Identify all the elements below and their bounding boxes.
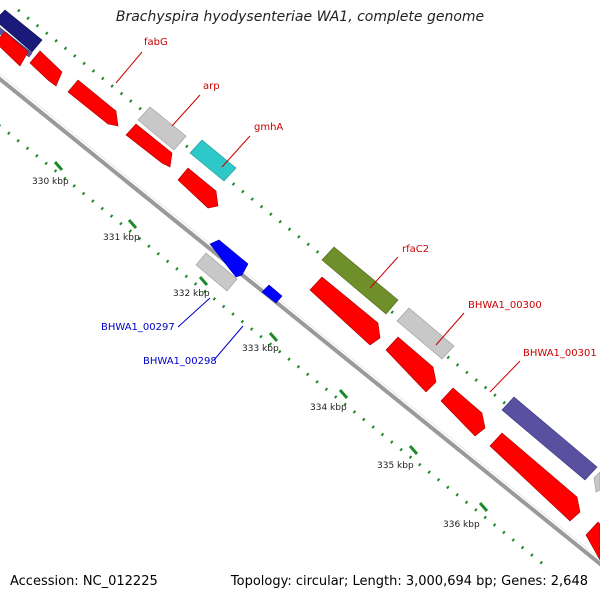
reverse-strand-genes (195, 239, 283, 304)
gene-label: BHWA1_00301 (523, 348, 597, 359)
gene-label: arp (203, 81, 220, 92)
gene-label: rfaC2 (402, 244, 429, 255)
tick-mark (127, 219, 138, 229)
gene-feature (177, 167, 219, 209)
gene-feature (195, 252, 238, 292)
gene-feature (396, 307, 455, 360)
tick-label: 336 kbp (443, 520, 480, 530)
tick-mark (338, 389, 349, 399)
gene-label: BHWA1_00298 (143, 356, 217, 367)
gene-feature (593, 471, 600, 493)
gene-feature (137, 106, 187, 151)
gene-feature (440, 387, 486, 437)
gene-feature (67, 79, 119, 127)
gene-feature (0, 31, 29, 67)
tick-marks (53, 161, 489, 512)
tick-mark (408, 445, 419, 455)
tick-label: 335 kbp (377, 461, 414, 471)
forward-strand-genes (0, 9, 600, 493)
gene-feature (385, 336, 437, 393)
gc-skew-track-inner (0, 124, 551, 568)
gene-feature (189, 139, 237, 182)
tick-labels: 330 kbp 331 kbp 332 kbp 333 kbp 334 kbp … (32, 177, 480, 530)
tick-label: 331 kbp (103, 233, 140, 243)
gene-feature (321, 246, 399, 315)
tick-label: 330 kbp (32, 177, 69, 187)
gene-feature (585, 521, 600, 561)
topology-text: Topology: circular; Length: 3,000,694 bp… (230, 574, 588, 589)
gene-feature (489, 432, 581, 522)
tick-mark (268, 332, 279, 342)
label-callouts (115, 51, 521, 393)
gene-label: gmhA (254, 122, 283, 133)
gene-feature (309, 276, 381, 346)
red-gene-band (0, 31, 600, 561)
gene-feature (261, 284, 283, 304)
tick-label: 332 kbp (173, 289, 210, 299)
accession-text: Accession: NC_012225 (10, 574, 158, 589)
gene-label: BHWA1_00300 (468, 300, 542, 311)
tick-label: 333 kbp (242, 344, 279, 354)
gene-feature (0, 9, 43, 53)
tick-label: 334 kbp (310, 403, 347, 413)
gene-feature (209, 239, 249, 278)
genome-backbone (0, 73, 600, 567)
gene-labels: fabG arp gmhA rfaC2 BHWA1_00300 BHWA1_00… (101, 37, 597, 367)
tick-mark (198, 276, 209, 286)
gene-feature (501, 396, 598, 481)
gene-label: BHWA1_00297 (101, 322, 175, 333)
tick-mark (478, 502, 489, 512)
tick-mark (53, 161, 64, 171)
gene-feature (29, 50, 63, 87)
gene-feature (125, 123, 173, 168)
gene-label: fabG (144, 37, 168, 48)
map-title: Brachyspira hyodysenteriae WA1, complete… (115, 9, 485, 25)
